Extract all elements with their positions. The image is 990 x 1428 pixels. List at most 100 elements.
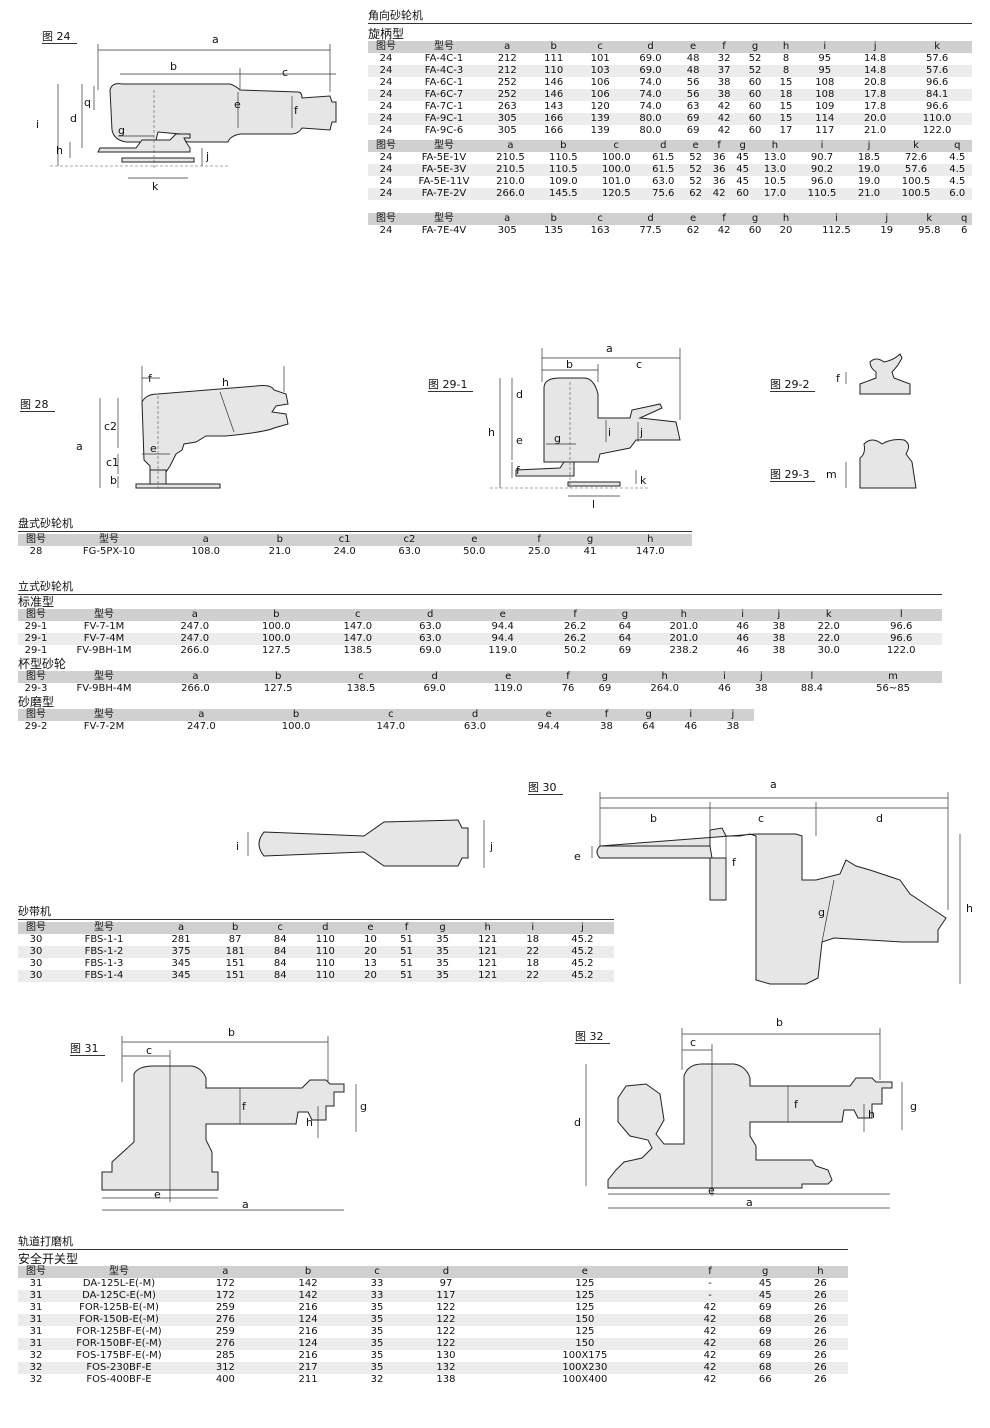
table-cell: FA-4C-3	[404, 65, 484, 77]
table-cell: FA-7C-1	[424, 101, 464, 112]
column-header: 图号	[18, 534, 54, 546]
table-cell: 97	[439, 1278, 453, 1289]
dim-label: f	[794, 1098, 799, 1111]
table-cell: 45.2	[571, 958, 594, 969]
table-cell: 24	[368, 164, 404, 176]
table-cell: 24	[379, 125, 393, 136]
section-subtitle: 安全开关型	[18, 1252, 79, 1266]
section-subtitle: 杯型砂轮	[18, 657, 67, 671]
table-cell: 24	[368, 188, 404, 200]
dim-label: d	[70, 112, 77, 125]
dim-label: a	[212, 33, 219, 46]
column-header: b	[247, 534, 313, 546]
table-cell: 88.4	[800, 683, 823, 694]
column-header: f	[682, 1266, 738, 1278]
table-cell: 216	[298, 1326, 318, 1337]
figure-label: 图 32	[575, 1030, 610, 1044]
dim-label: f	[732, 856, 737, 869]
table-cell: 264.0	[650, 683, 679, 694]
table-cell: 124	[266, 1314, 350, 1326]
table-cell: 46	[736, 645, 750, 656]
column-header: 图号	[18, 922, 54, 934]
table-cell: 95	[818, 53, 832, 64]
table-cell: 345	[171, 958, 191, 969]
column-header: e	[461, 609, 544, 621]
table-cell: 30	[29, 934, 43, 945]
table-cell: 57.6	[902, 65, 972, 77]
table-cell: 263	[497, 101, 517, 112]
figure-label: 图 29-3	[770, 468, 816, 482]
table-cell: FV-7-1M	[83, 621, 125, 632]
dim-label: j	[489, 840, 493, 853]
table-cell: 26	[792, 1338, 848, 1350]
dim-label: f	[516, 464, 521, 477]
table-cell: 210.5	[496, 152, 525, 163]
column-header: c	[319, 671, 403, 683]
dim-label: c	[146, 1044, 152, 1057]
dim-label: q	[84, 96, 91, 109]
dim-label: h	[966, 902, 973, 915]
table-cell: 26	[792, 1314, 848, 1326]
table-cell: 21.0	[863, 125, 887, 136]
table-cell: 24	[379, 225, 393, 236]
table-cell: -	[682, 1290, 738, 1302]
table-cell: 111	[544, 53, 564, 64]
table-cell: 56	[677, 89, 709, 101]
column-header: f	[708, 213, 740, 225]
table-cell: 37	[708, 65, 740, 77]
dim-label: e	[234, 98, 241, 111]
table-cell: 62	[683, 188, 708, 200]
column-header: h	[770, 213, 802, 225]
column-header: a	[484, 140, 537, 152]
table-cell: 247.0	[187, 721, 216, 732]
table-cell: 247.0	[154, 633, 236, 645]
table-cell: 29-1	[24, 645, 48, 656]
column-header: g	[571, 534, 609, 546]
dim-label: j	[639, 426, 643, 439]
table-cell: 21.0	[268, 546, 291, 557]
table-cell: 75.6	[642, 188, 684, 200]
table-cell: 13.0	[763, 152, 787, 163]
table-cell: 109.0	[549, 176, 578, 187]
column-header: 型号	[404, 41, 484, 53]
table-cell: 24	[379, 53, 393, 64]
column-header: c	[262, 922, 299, 934]
column-header: k	[797, 609, 861, 621]
table-cell: FOS-400BF-E	[86, 1374, 152, 1385]
dim-label: m	[826, 468, 837, 481]
table-cell: 150	[487, 1338, 683, 1350]
column-header: j	[711, 709, 754, 721]
table-cell: 18	[526, 934, 540, 945]
column-header: a	[154, 671, 237, 683]
table-cell: 35	[370, 1302, 384, 1313]
table-cell: 31	[29, 1302, 43, 1313]
dim-label: a	[746, 1196, 753, 1209]
table-cell: FBS-1-3	[84, 958, 124, 969]
dim-label: c2	[104, 420, 117, 433]
table-cell: 125	[575, 1302, 595, 1313]
table-cell: 127.5	[263, 683, 293, 694]
table-cell: 63	[686, 101, 700, 112]
table-cell: 172	[184, 1290, 267, 1302]
table-cell: FA-9C-1	[404, 113, 484, 125]
column-header: f	[543, 609, 607, 621]
table-cell: 121	[478, 934, 498, 945]
figure-24-drawing: a b c i d q e f g h j k	[36, 33, 337, 193]
column-header: d	[438, 709, 512, 721]
section-subtitle: 砂磨型	[18, 695, 55, 709]
dim-label: i	[608, 426, 611, 439]
table-cell: 110.5	[549, 152, 578, 163]
table-cell: 110	[530, 65, 577, 77]
table-cell: 42	[682, 1362, 738, 1374]
table-cell: 29-1	[24, 621, 48, 632]
table-cell: 106	[576, 89, 624, 101]
table-cell: 96.6	[860, 633, 942, 645]
dim-label: i	[236, 840, 239, 853]
column-header: 型号	[404, 213, 484, 225]
column-header: a	[484, 213, 531, 225]
